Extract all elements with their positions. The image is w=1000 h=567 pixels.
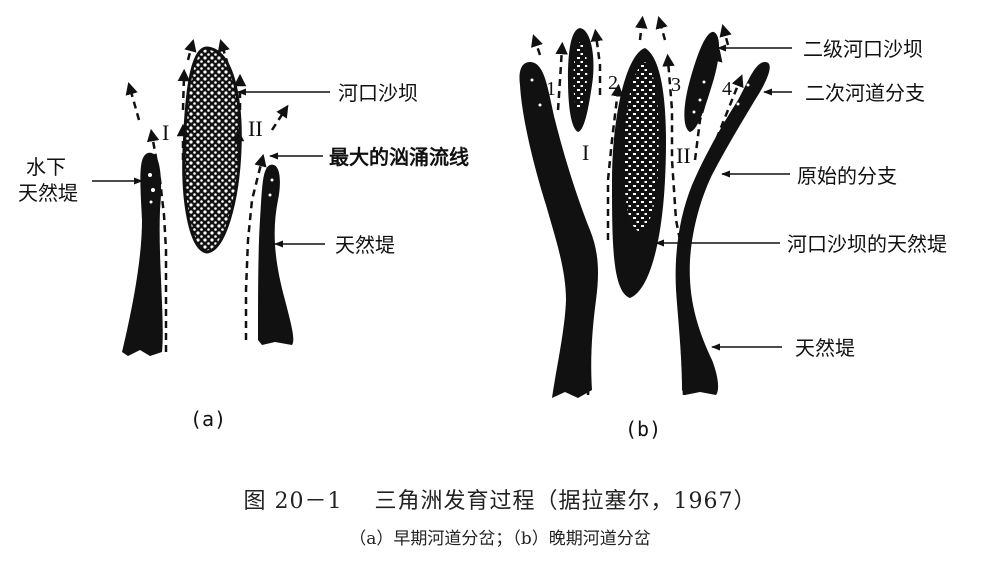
right-levee-shape [258,164,294,345]
flow-arrows-b [531,15,744,396]
panel-b-graphics [519,15,792,398]
channel-ii-label-a: II [248,116,263,141]
figure-caption-title: 图 20－1 三角洲发育过程（据拉塞尔，1967） [0,483,1000,515]
figure-title: 三角洲发育过程（据拉塞尔，1967） [374,489,757,514]
panel-a-graphics [92,38,330,356]
channel-ii-label-b: II [676,143,691,168]
delta-diagram-graphics [92,15,792,398]
figure-number: 图 20－1 [243,489,343,514]
label-mouth-bar-levee: 河口沙坝的天然堤 [787,232,947,256]
label-natural-levee-b: 天然堤 [795,336,855,360]
leader-lines-b [655,44,792,351]
mouth-bar-shape [182,46,242,254]
figure-caption-subtitle: （a）早期河道分岔；（b）晚期河道分岔 [349,529,651,549]
channel-i-label-a: I [162,120,170,145]
secondary-channel-4: 4 [722,78,732,100]
label-subaqueous-levee-line1: 水下 [26,155,66,179]
right-levee-shape-b [675,62,770,395]
left-levee-shape [122,152,163,356]
left-levee-shape-b [519,62,598,398]
label-max-surge-line: 最大的汹涌流线 [329,145,469,169]
label-secondary-mouth-bar: 二级河口沙坝 [803,37,923,61]
secondary-mouth-bar-left [568,28,594,132]
central-mouth-bar-shape [612,48,666,298]
label-natural-levee-a: 天然堤 [335,233,395,257]
panel-b-sublabel: (b) [625,417,662,441]
label-mouth-bar: 河口沙坝 [338,81,418,105]
secondary-channel-2: 2 [608,72,618,94]
secondary-mouth-bar-right [684,31,720,132]
flow-arrows-channel-i [125,38,197,352]
label-secondary-branch: 二次河道分支 [805,81,925,105]
label-original-branch: 原始的分支 [797,164,897,188]
label-subaqueous-levee-line2: 天然堤 [18,181,78,205]
secondary-channel-1: 1 [546,78,556,100]
channel-i-label-b: I [582,140,590,165]
panel-a-sublabel: (a) [190,407,227,431]
secondary-channel-3: 3 [671,74,681,96]
leader-lines-a [92,88,330,248]
